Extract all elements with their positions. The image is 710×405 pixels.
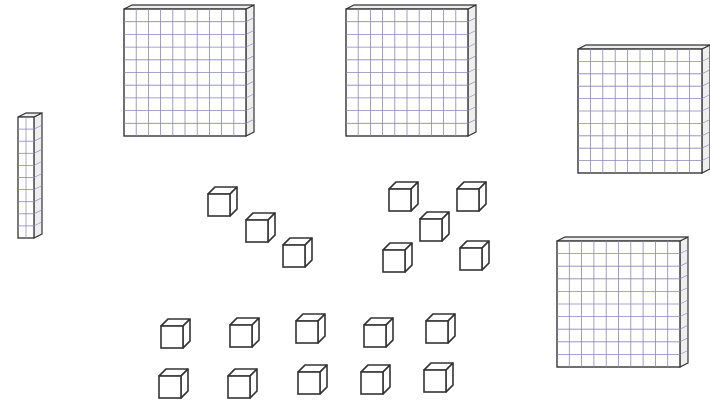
units-diagonal-cube-1 xyxy=(208,187,237,216)
units-rows-cube-2 xyxy=(230,318,259,347)
units-rows-cube-7 xyxy=(228,369,257,398)
units-rows-cube-4 xyxy=(364,318,393,347)
units-diagonal-cube-3 xyxy=(283,238,312,267)
units-rows-cube-10 xyxy=(424,363,453,392)
units-rows-cube-5 xyxy=(426,314,455,343)
units-scatter-cube-3 xyxy=(420,212,449,241)
units-diagonal-cube-2 xyxy=(246,213,275,242)
units-rows-cube-9 xyxy=(361,365,390,394)
rod-1 xyxy=(18,113,42,238)
units-rows-cube-1 xyxy=(161,319,190,348)
flat-2 xyxy=(346,5,476,136)
units-rows-cube-6 xyxy=(159,369,188,398)
units-rows-cube-3 xyxy=(296,314,325,343)
units-rows-cube-8 xyxy=(298,365,327,394)
units-scatter-cube-1 xyxy=(389,182,418,211)
flat-3 xyxy=(578,45,710,173)
flat-1 xyxy=(124,5,254,136)
units-scatter-cube-4 xyxy=(383,243,412,272)
units-scatter-cube-5 xyxy=(460,241,489,270)
flat-4 xyxy=(557,237,688,367)
units-scatter-cube-2 xyxy=(457,182,486,211)
